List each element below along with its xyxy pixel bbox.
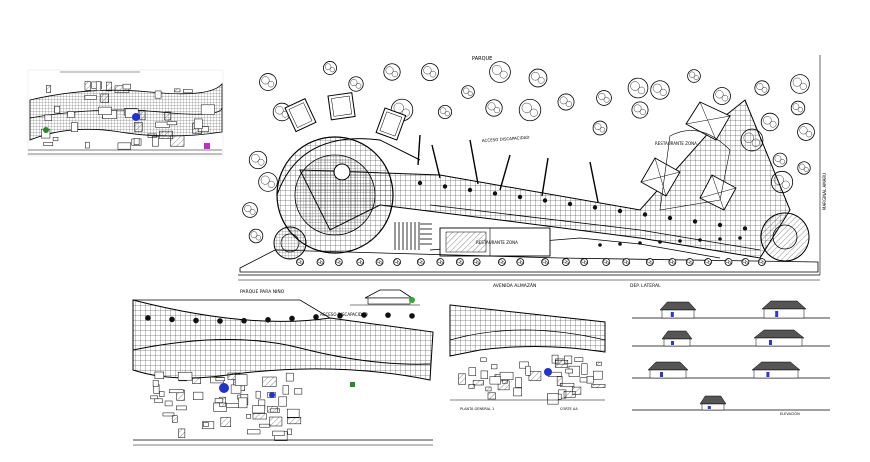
mini-site-plan — [27, 69, 224, 157]
label-corte: CORTE AA — [560, 407, 578, 411]
label-restaurant-1: RESTAURANTE ZONA — [655, 141, 697, 146]
restaurant-roofs — [640, 101, 737, 211]
elevations — [632, 300, 830, 411]
label-dep-lateral: DEP. LATERAL — [630, 283, 661, 289]
label-right-avenue: MARGINAL AMARU — [822, 173, 827, 210]
label-acceso-2: ACCESO DISCAPACIDAD — [320, 312, 368, 317]
enlarged-plan: PARQUE PARA NIÑO ACCESO DISCAPACIDAD — [132, 288, 434, 446]
label-restaurant-2: RESTAURANTE ZONA — [476, 240, 518, 245]
label-parque-nino: PARQUE PARA NIÑO — [240, 288, 285, 295]
label-parque: PARQUE — [472, 56, 492, 62]
small-elevation — [350, 289, 420, 306]
label-avenida: AVENIDA ALMAZÁN — [493, 282, 536, 289]
main-site-plan: PARQUE ACCESO DISCAPACIDAD RESTAURANTE Z… — [238, 55, 827, 289]
label-planta-1: PLANTA GENERAL 1 — [460, 407, 494, 411]
detail-plan: PLANTA GENERAL 1 CORTE AA — [449, 304, 606, 411]
label-acceso-1: ACCESO DISCAPACIDAD — [482, 135, 530, 143]
label-elevation: ELEVACIÓN — [780, 411, 800, 416]
